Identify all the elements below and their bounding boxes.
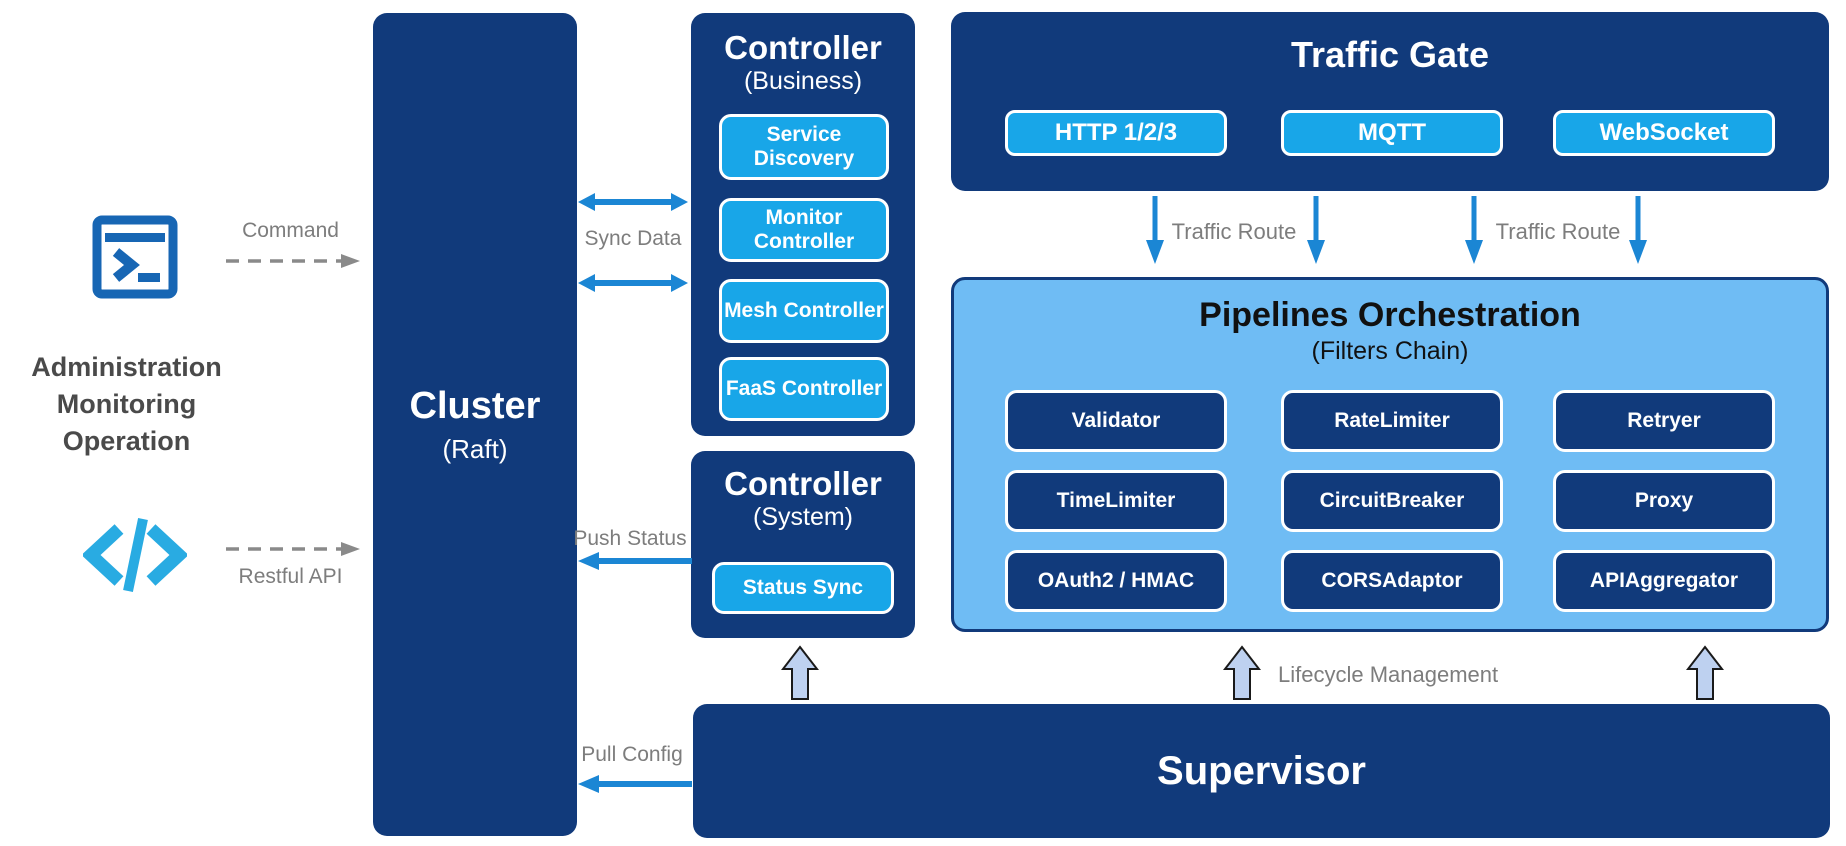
command-label: Command [242,219,339,242]
code-icon [83,516,187,594]
terminal-icon [92,215,178,299]
websocket-chip: WebSocket [1553,110,1775,156]
chip-label: CircuitBreaker [1319,488,1465,512]
chip-label: Monitor Controller [753,205,855,253]
sync-data-arrow-bottom-icon [578,272,688,294]
lifecycle-up-arrow-icon [1223,645,1261,701]
pipelines-subtitle: (Filters Chain) [1311,337,1469,365]
mqtt-chip: MQTT [1281,110,1503,156]
status-sync-chip: Status Sync [712,562,894,614]
admin-line: Administration [31,352,222,382]
traffic-route-label-2: Traffic Route [1495,219,1621,244]
apiaggregator-chip: APIAggregator [1553,550,1775,612]
chip-label: Mesh Controller [724,298,884,322]
cluster-title: Cluster [409,384,541,427]
chip-label: APIAggregator [1589,568,1739,592]
chip-label: Retryer [1627,408,1701,432]
traffic-gate-title: Traffic Gate [1290,34,1490,75]
controller-system-subtitle: (System) [753,503,853,531]
chip-label: FaaS Controller [725,376,883,400]
circuitbreaker-chip: CircuitBreaker [1281,470,1503,532]
retryer-chip: Retryer [1553,390,1775,452]
traffic-gate-box: Traffic Gate [951,12,1829,191]
chip-label: CORSAdaptor [1321,568,1463,592]
lifecycle-up-arrow-icon [781,645,819,701]
oauth2-hmac-chip: OAuth2 / HMAC [1005,550,1227,612]
traffic-route-arrow-icon [1304,196,1328,266]
supervisor-box: Supervisor [693,704,1830,838]
chip-label: TimeLimiter [1056,488,1176,512]
chip-label: RateLimiter [1334,408,1450,432]
corsadaptor-chip: CORSAdaptor [1281,550,1503,612]
admin-line: Operation [62,426,191,456]
pull-config-arrow-icon [578,774,692,794]
traffic-route-label-1: Traffic Route [1171,219,1297,244]
chip-label: Service Discovery [753,122,855,170]
restful-dashed-arrow-icon [224,540,362,558]
chip-label: HTTP 1/2/3 [1054,119,1178,147]
proxy-chip: Proxy [1553,470,1775,532]
timelimiter-chip: TimeLimiter [1005,470,1227,532]
chip-label: Status Sync [742,575,864,599]
chip-label: WebSocket [1599,119,1729,147]
lifecycle-management-label: Lifecycle Management [1278,662,1499,687]
sync-data-label: Sync Data [584,227,682,250]
pipelines-title: Pipelines Orchestration [1199,296,1581,334]
pull-config-label: Pull Config [581,743,683,766]
traffic-route-arrow-icon [1626,196,1650,266]
controller-system-title: Controller [724,465,882,502]
admin-monitoring-operation-text: Administration Monitoring Operation [5,349,248,460]
chip-label: Proxy [1634,488,1694,512]
service-discovery-chip: Service Discovery [719,114,889,180]
restful-api-label: Restful API [238,565,343,588]
sync-data-arrow-top-icon [578,191,688,213]
command-dashed-arrow-icon [224,252,362,270]
ratelimiter-chip: RateLimiter [1281,390,1503,452]
monitor-controller-chip: Monitor Controller [719,198,889,262]
supervisor-title: Supervisor [1157,748,1366,793]
faas-controller-chip: FaaS Controller [719,357,889,421]
cluster-box: Cluster (Raft) [373,13,577,836]
admin-line: Monitoring [56,389,197,419]
controller-business-title: Controller [724,29,882,66]
traffic-route-arrow-icon [1143,196,1167,266]
push-status-arrow-icon [578,551,692,571]
traffic-route-arrow-icon [1462,196,1486,266]
controller-business-subtitle: (Business) [743,67,863,95]
lifecycle-up-arrow-icon [1686,645,1724,701]
push-status-label: Push Status [573,527,687,550]
mesh-controller-chip: Mesh Controller [719,279,889,343]
chip-label: OAuth2 / HMAC [1037,568,1195,592]
chip-label: MQTT [1358,119,1426,147]
chip-label: Validator [1071,408,1161,432]
cluster-subtitle: (Raft) [442,433,508,464]
validator-chip: Validator [1005,390,1227,452]
http-chip: HTTP 1/2/3 [1005,110,1227,156]
